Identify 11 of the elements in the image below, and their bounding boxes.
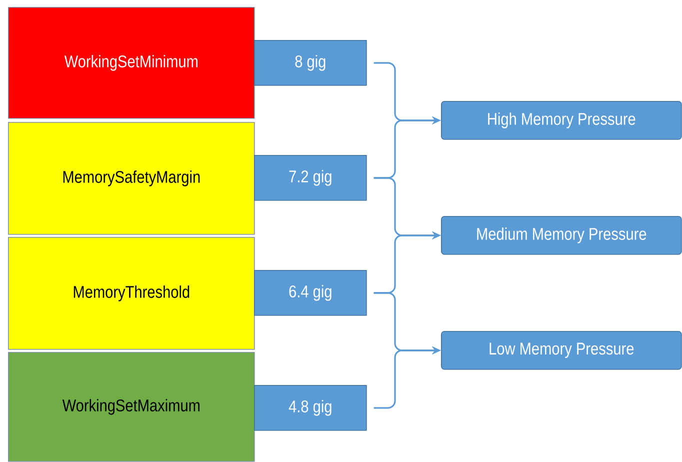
pressure-box: Medium Memory Pressure: [441, 216, 682, 255]
level-box: MemorySafetyMargin: [8, 122, 255, 235]
pressure-box: Low Memory Pressure: [441, 331, 682, 370]
value-box: 4.8 gig: [254, 385, 367, 431]
pressure-box: High Memory Pressure: [441, 101, 682, 140]
value-box: 8 gig: [254, 40, 367, 86]
level-box: WorkingSetMaximum: [8, 352, 255, 462]
value-box: 6.4 gig: [254, 270, 367, 316]
value-box: 7.2 gig: [254, 155, 367, 201]
level-box: WorkingSetMinimum: [8, 7, 255, 119]
level-box: MemoryThreshold: [8, 236, 255, 350]
